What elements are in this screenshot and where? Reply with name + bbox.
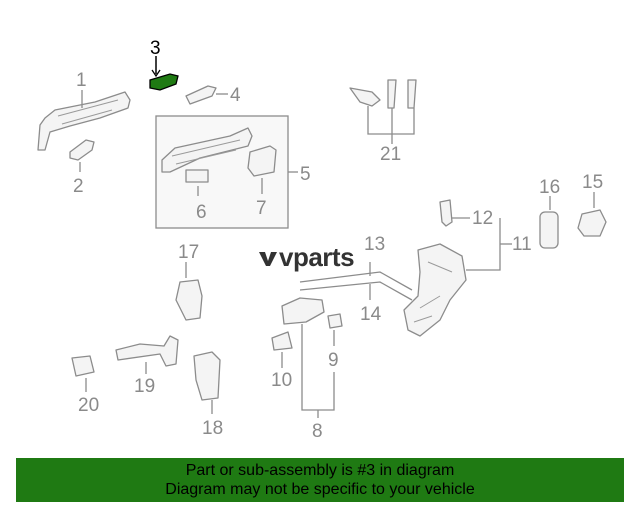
part-17-check-bracket [175,262,203,321]
callout-16[interactable]: 16 [539,177,560,198]
callout-7[interactable]: 7 [256,198,267,219]
part-11-door-latch [403,199,512,337]
callout-13[interactable]: 13 [364,234,385,255]
banner-line-2: Diagram may not be specific to your vehi… [165,481,475,498]
part-13-14-cables [299,262,413,301]
callout-8[interactable]: 8 [312,421,323,442]
part-18-hinge [193,351,221,414]
info-banner: Part or sub-assembly is #3 in diagram Di… [16,458,624,502]
callout-10[interactable]: 10 [271,370,292,391]
vparts-logo-icon [259,251,277,266]
watermark-brand: vparts [279,242,355,272]
part-16-striker-cover [539,196,559,249]
part-19-door-check [115,335,179,374]
callout-12[interactable]: 12 [472,208,493,229]
callout-9[interactable]: 9 [328,350,339,371]
banner-line-1: Part or sub-assembly is #3 in diagram [185,462,455,479]
part-21-clips [349,79,417,144]
exploded-parts-diagram: 1 2 3 4 5 6 7 21 [37,38,607,442]
callout-2[interactable]: 2 [73,176,84,197]
part-1-handle-frame [37,90,131,151]
callout-5[interactable]: 5 [300,164,311,185]
callout-11[interactable]: 11 [512,234,532,255]
callout-4[interactable]: 4 [230,85,241,106]
callout-21[interactable]: 21 [380,144,401,165]
callout-1[interactable]: 1 [76,70,87,91]
part-8-inside-handle [271,297,343,418]
part-5-handle-assembly-box [155,115,298,229]
vparts-watermark: vparts [258,242,355,273]
callout-18[interactable]: 18 [202,418,223,439]
callout-19[interactable]: 19 [134,376,155,397]
part-3-handle-cap[interactable] [149,56,179,91]
part-15-striker [577,192,607,237]
part-4-gasket [185,85,228,105]
part-2-cover [69,139,95,172]
callout-15[interactable]: 15 [582,172,603,193]
callout-14[interactable]: 14 [360,304,382,325]
callout-20[interactable]: 20 [78,395,99,416]
callout-6[interactable]: 6 [196,202,207,223]
callout-3[interactable]: 3 [150,38,161,59]
callout-17[interactable]: 17 [178,242,199,263]
part-20-bumper [71,355,95,392]
